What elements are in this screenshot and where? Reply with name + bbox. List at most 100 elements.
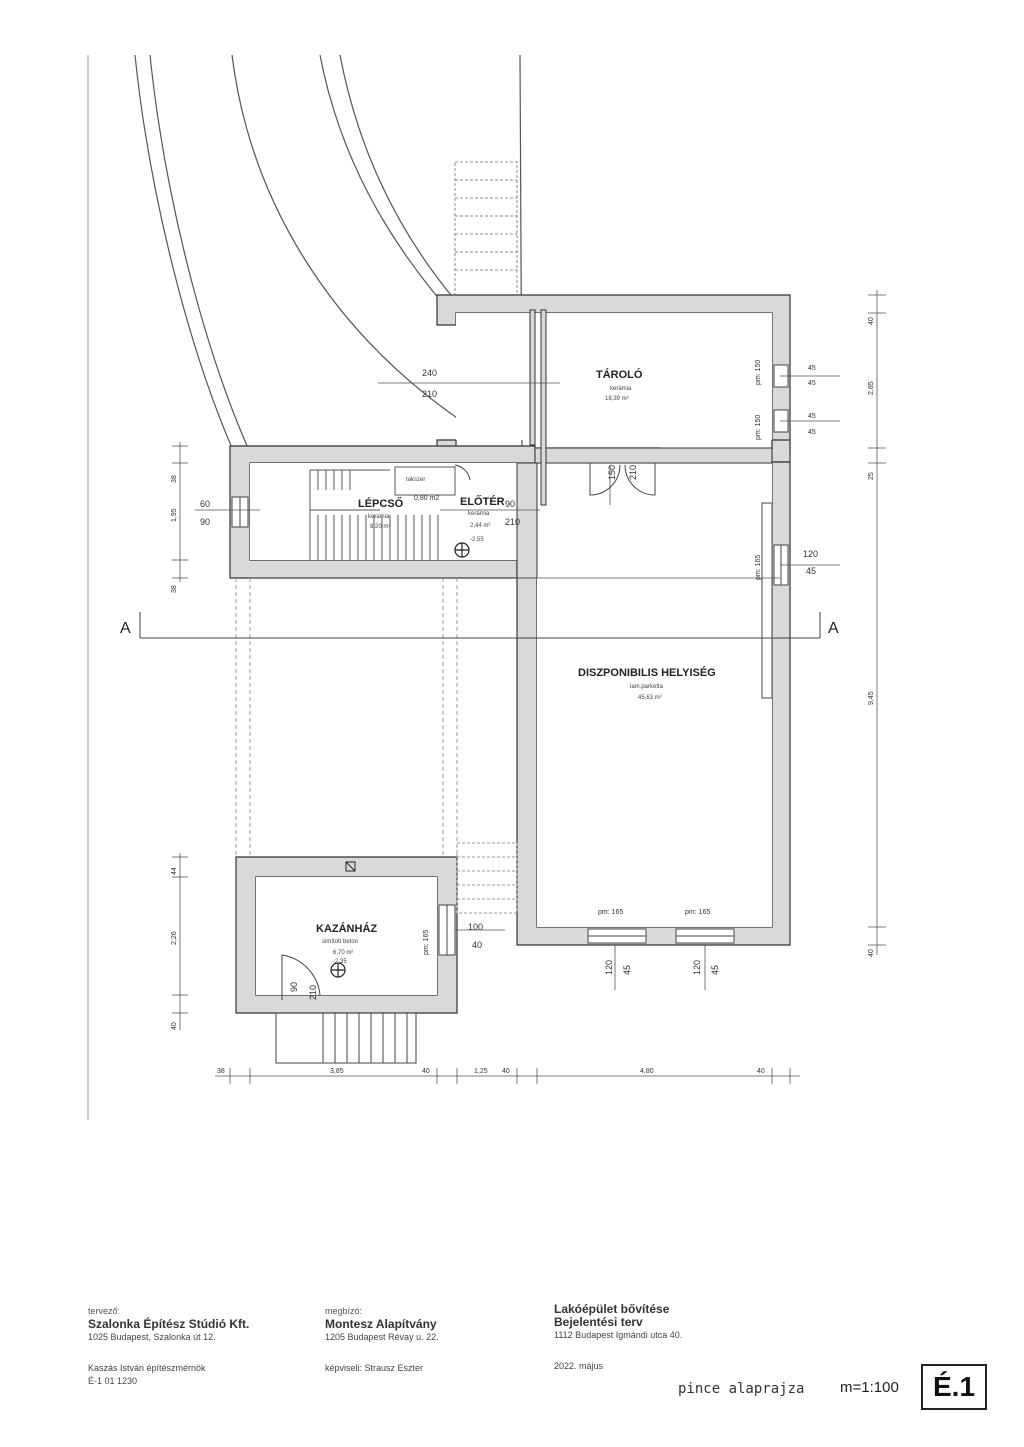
- opening-win-right1-b: 45: [808, 380, 816, 387]
- room-interiors: [250, 313, 772, 995]
- room-lepcso-name: LÉPCSŐ: [358, 497, 404, 510]
- room-kazanhaz-area: 6,70 m²: [333, 950, 353, 956]
- room-takaro-area: 0,80 m2: [414, 495, 439, 502]
- dim-left-top-2: 1,95: [171, 508, 178, 522]
- title-block: tervező: Szalonka Építész Stúdió Kft. 10…: [0, 1290, 1024, 1447]
- opening-win-right2-a: 45: [808, 413, 816, 420]
- room-takaro-name: takszer: [406, 477, 425, 483]
- vent-marker: [345, 861, 356, 872]
- opening-o2-bottom: 90: [200, 517, 210, 527]
- opening-door-tar-b: 210: [628, 465, 638, 480]
- room-lepcso-floor: kerámia: [368, 514, 390, 520]
- dim-bottom-3: 40: [422, 1068, 430, 1075]
- doors: [281, 463, 656, 1000]
- opening-win-right3-b: 45: [806, 566, 816, 576]
- dim-left-bottom-1: 44: [171, 867, 178, 875]
- windows: [231, 364, 789, 956]
- opening-kaz-window-a: 100: [468, 922, 483, 932]
- room-diszponibilis-name: DISZPONIBILIS HELYISÉG: [578, 666, 716, 679]
- client-address: 1205 Budapest Révay u. 22.: [325, 1332, 439, 1342]
- level-markers: [330, 542, 470, 978]
- sheet-name: pince alaprajza: [678, 1381, 805, 1397]
- sill-pm165-a: pm: 165: [755, 555, 762, 580]
- engineer-id: É-1 01 1230: [88, 1376, 138, 1386]
- opening-bottom-win1-a: 120: [604, 960, 614, 975]
- room-eloter-name: ELŐTÉR: [460, 495, 505, 508]
- opening-o2-top: 60: [200, 499, 210, 509]
- dashed-stairs-top: [454, 161, 518, 298]
- dim-right-2: 2,85: [868, 381, 875, 395]
- dim-bottom-6: 4,80: [640, 1068, 654, 1075]
- sill-pm165-c: pm: 165: [598, 909, 623, 916]
- dim-right: [868, 290, 886, 955]
- project-address: 1112 Budapest Igmándi utca 40.: [554, 1330, 683, 1340]
- opening-win-right1-a: 45: [808, 365, 816, 372]
- dashed-stairs-right: [456, 842, 518, 914]
- opening-kaz-door-a: 90: [289, 982, 299, 992]
- dim-left-bottom-2: 2,26: [171, 931, 178, 945]
- dim-right-4: 9,45: [868, 691, 875, 705]
- partitions: [516, 309, 773, 579]
- stairs-lepcso: [309, 466, 456, 560]
- project-type: Bejelentési terv: [554, 1315, 643, 1329]
- client-label: megbízó:: [325, 1306, 363, 1316]
- designer-address: 1025 Budapest, Szalonka út 12.: [88, 1332, 216, 1342]
- project-title: Lakóépület bővítése: [554, 1302, 670, 1316]
- dim-bottom-5: 40: [502, 1068, 510, 1075]
- room-eloter-floor: kerámia: [468, 511, 490, 517]
- stairs-kazanhaz: [275, 1012, 417, 1064]
- dim-right-3: 25: [868, 472, 875, 480]
- dim-left-bottom-3: 40: [171, 1022, 178, 1030]
- opening-win-right2-b: 45: [808, 429, 816, 436]
- dim-bottom: [215, 1068, 800, 1084]
- opening-o1-bottom: 210: [422, 389, 437, 399]
- opening-bottom-win2-a: 120: [692, 960, 702, 975]
- floor-plan: A A 40 2,85 25 9,45 40 38 1,95 38: [87, 54, 886, 1120]
- opening-o3-top: 90: [505, 499, 515, 509]
- room-kazanhaz-level: -2,35: [333, 959, 347, 965]
- designer-name: Szalonka Építész Stúdió Kft.: [88, 1317, 250, 1331]
- dim-left-bottom: [172, 853, 188, 1030]
- dim-bottom-1: 38: [217, 1068, 225, 1075]
- sill-pm165-d: pm: 165: [685, 909, 710, 916]
- scale-label: m=1:100: [840, 1379, 899, 1396]
- room-eloter-level: -2,55: [470, 537, 484, 543]
- opening-kaz-door-b: 210: [308, 985, 318, 1000]
- project-date: 2022. május: [554, 1361, 604, 1371]
- dim-left-top-1: 38: [171, 475, 178, 483]
- designer-label: tervező:: [88, 1306, 121, 1316]
- sill-pm165-b: pm: 165: [423, 930, 430, 955]
- room-taroLo-name: TÁROLÓ: [596, 368, 643, 381]
- opening-o1-top: 240: [422, 368, 437, 378]
- client-column: megbízó: Montesz Alapítvány 1205 Budapes…: [325, 1305, 439, 1375]
- sill-pm150-b: pm: 150: [755, 415, 762, 440]
- dashed-outline-middle: [235, 578, 458, 857]
- designer-column: tervező: Szalonka Építész Stúdió Kft. 10…: [88, 1305, 249, 1388]
- engineer-name: Kaszás István építészmérnök: [88, 1363, 206, 1373]
- project-column: Lakóépület bővítése Bejelentési terv 111…: [554, 1303, 682, 1373]
- sheet-number: É.1: [921, 1364, 987, 1410]
- dim-right-5: 40: [868, 949, 875, 957]
- section-label-right: A: [828, 620, 839, 637]
- opening-bottom-win1-b: 45: [622, 965, 632, 975]
- sill-pm150-a: pm: 150: [755, 360, 762, 385]
- client-name: Montesz Alapítvány: [325, 1317, 437, 1331]
- opening-win-right3-a: 120: [803, 549, 818, 559]
- room-kazanhaz-floor: simított beton: [322, 939, 358, 945]
- opening-o3-bottom: 210: [505, 517, 520, 527]
- client-rep: képviseli: Strausz Eszter: [325, 1363, 424, 1373]
- dim-right-1: 40: [868, 317, 875, 325]
- room-eloter-area: 2,44 m²: [470, 523, 490, 529]
- opening-door-tar-a: 150: [607, 465, 617, 480]
- dim-bottom-2: 3,85: [330, 1068, 344, 1075]
- dim-bottom-7: 40: [757, 1068, 765, 1075]
- dim-left-top: [172, 442, 188, 582]
- room-diszponibilis-floor: lam.parketta: [630, 684, 664, 690]
- opening-kaz-window-b: 40: [472, 940, 482, 950]
- opening-bottom-win2-b: 45: [710, 965, 720, 975]
- dim-left-top-3: 38: [171, 585, 178, 593]
- room-taroLo-floor: kerámia: [610, 386, 632, 392]
- leader-lines: [195, 375, 840, 990]
- room-kazanhaz-name: KAZÁNHÁZ: [316, 922, 377, 935]
- section-label-left: A: [120, 620, 131, 637]
